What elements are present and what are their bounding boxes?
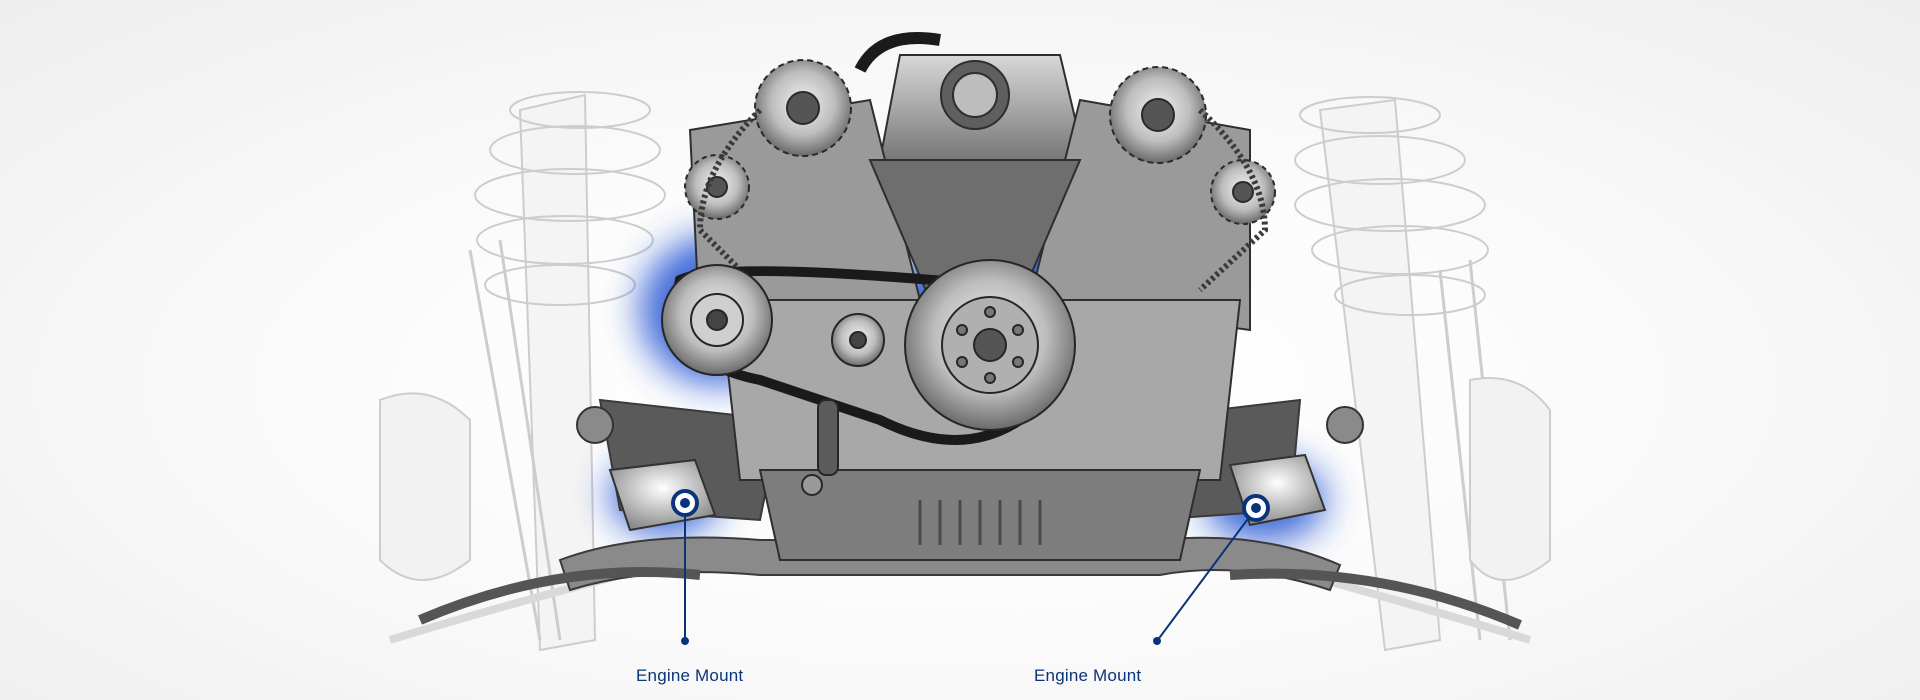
cam-gears	[684, 59, 1276, 293]
accessory-drive	[661, 259, 1076, 496]
callout-right	[1153, 494, 1270, 645]
left-suspension	[379, 91, 681, 652]
right-suspension	[1248, 96, 1551, 652]
engine-mount-label-left: Engine Mount	[636, 666, 744, 685]
engine-mount-label-right: Engine Mount	[1034, 666, 1142, 685]
callout-left	[671, 489, 699, 645]
